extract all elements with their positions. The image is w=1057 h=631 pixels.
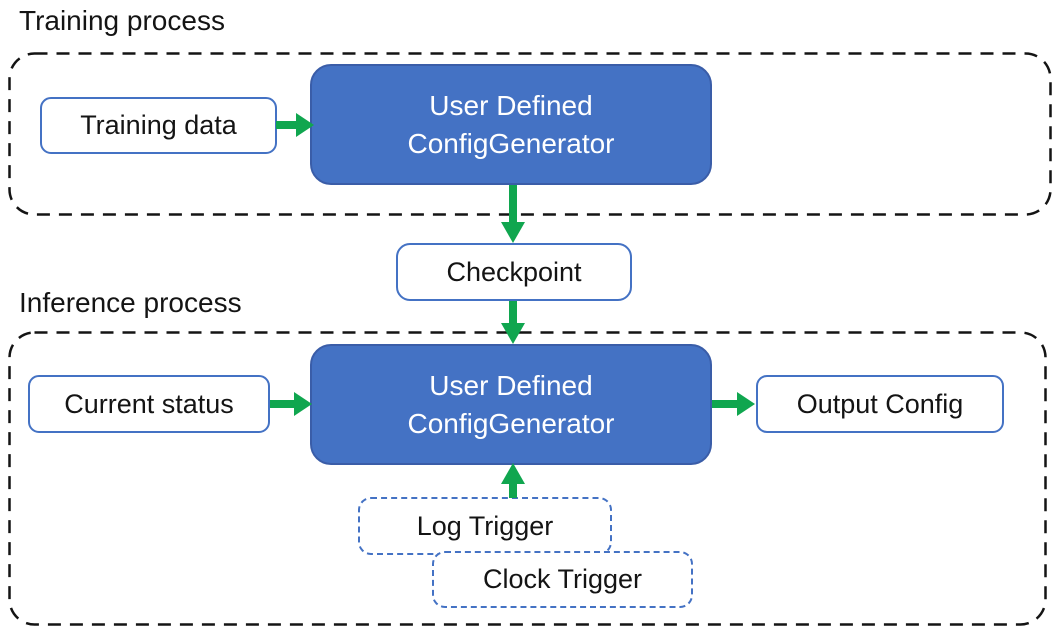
inference-config-generator-node: User Defined ConfigGenerator (310, 344, 712, 465)
arrow-right-glyph (276, 113, 314, 137)
arrow-down-glyph (501, 301, 525, 344)
arrow-generator-to-checkpoint (501, 185, 525, 243)
training-data-label: Training data (80, 110, 237, 140)
training-generator-label-line1: User Defined (429, 89, 593, 121)
training-generator-label-line2: ConfigGenerator (407, 127, 615, 159)
output-config-node: Output Config (756, 375, 1004, 433)
training-data-node: Training data (40, 97, 277, 154)
arrow-down-glyph (501, 185, 525, 243)
log-trigger-node: Log Trigger (358, 497, 612, 555)
inference-container-border (8, 331, 1047, 626)
arrow-training-data-to-generator (276, 113, 314, 137)
arrow-right-glyph (712, 392, 755, 416)
training-process-container (8, 52, 1052, 216)
checkpoint-label: Checkpoint (446, 256, 582, 287)
arrow-up-glyph (501, 463, 525, 498)
clock-trigger-label: Clock Trigger (482, 564, 643, 594)
inference-process-label: Inference process (19, 287, 242, 318)
training-container-border (8, 52, 1052, 216)
training-process-label: Training process (19, 5, 225, 36)
inference-generator-label-line1: User Defined (429, 369, 593, 401)
checkpoint-node: Checkpoint (396, 243, 632, 301)
inference-process-container (8, 331, 1047, 626)
arrow-triggers-to-generator (501, 463, 525, 498)
arrow-generator-to-output-config (712, 392, 755, 416)
arrow-checkpoint-to-inference-generator (501, 301, 525, 344)
log-trigger-label: Log Trigger (416, 510, 554, 541)
current-status-node: Current status (28, 375, 270, 433)
inference-generator-label-line2: ConfigGenerator (407, 407, 615, 439)
training-config-generator-node: User Defined ConfigGenerator (310, 64, 712, 185)
arrow-current-status-to-generator (270, 392, 312, 416)
current-status-label: Current status (64, 388, 234, 419)
arrow-right-glyph (270, 392, 312, 416)
output-config-label: Output Config (796, 388, 964, 419)
clock-trigger-node: Clock Trigger (432, 551, 693, 608)
